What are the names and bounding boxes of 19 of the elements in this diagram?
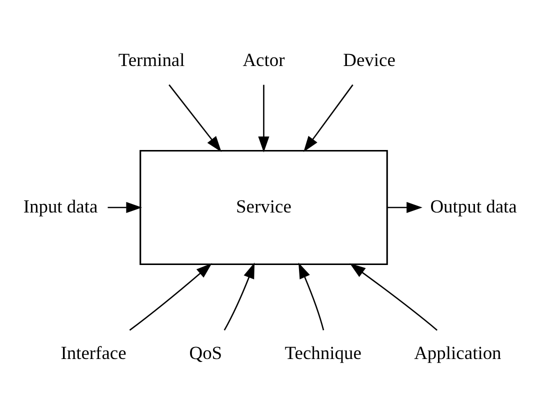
node-text: Input data [23, 196, 98, 216]
arrow [350, 262, 438, 330]
node-text: Interface [60, 342, 126, 362]
node-box: Service [140, 149, 388, 265]
node-text: QoS [189, 342, 222, 362]
arrow [129, 262, 212, 330]
node-text: Terminal [118, 49, 185, 70]
arrow [224, 262, 255, 330]
arrow [108, 201, 142, 213]
node-text: Device [343, 49, 396, 70]
node-text: Output data [430, 196, 517, 216]
node-text: Actor [242, 49, 285, 70]
arrow [258, 84, 270, 152]
arrow [304, 84, 354, 152]
arrow [298, 262, 324, 330]
arrow [388, 201, 422, 213]
node-text: Technique [284, 342, 362, 362]
arrow [168, 84, 222, 152]
node-text: Application [414, 342, 502, 362]
